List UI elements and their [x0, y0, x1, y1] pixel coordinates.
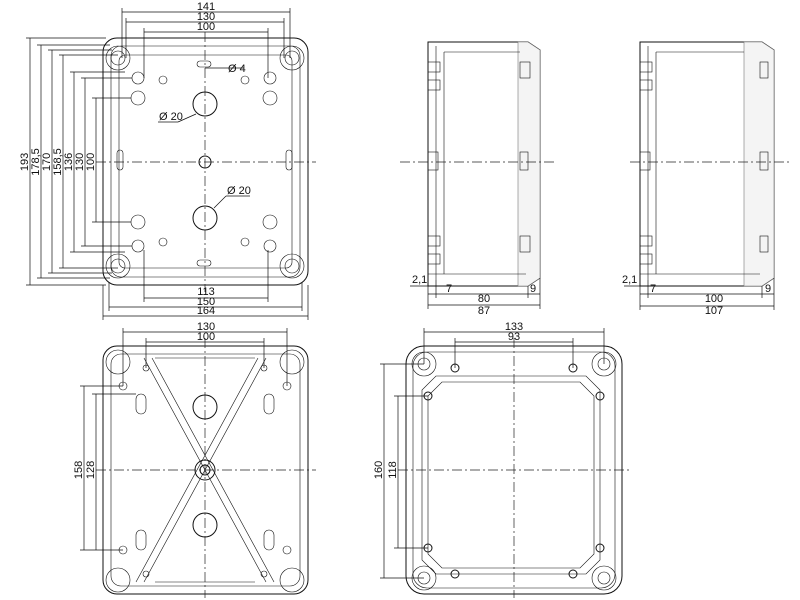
side-b-dim-107: 107 — [705, 305, 723, 317]
side-view-107: 2,1 7 100 9 107 — [622, 41, 790, 317]
hole-label-d20-bottom: Ø 20 — [227, 185, 251, 197]
top-view: 141 130 100 113 150 164 — [19, 1, 316, 320]
dim-164: 164 — [197, 305, 215, 317]
hole-label-d4: Ø 4 — [228, 63, 246, 75]
dim-130: 130 — [197, 11, 215, 23]
dim-158-5: 158,5 — [52, 148, 64, 176]
rear-dim-100: 100 — [197, 331, 215, 343]
rear-dim-128: 128 — [85, 461, 97, 479]
side-b-dim-7: 7 — [650, 283, 656, 295]
hole-label-d20-top: Ø 20 — [159, 111, 183, 123]
side-a-dim-2-1: 2,1 — [412, 274, 427, 286]
side-view-87: 2,1 7 80 9 87 — [400, 41, 556, 317]
rear-dim-158: 158 — [73, 461, 85, 479]
side-b-dim-2-1: 2,1 — [622, 274, 637, 286]
dim-141: 141 — [197, 1, 215, 13]
dim-193: 193 — [19, 153, 31, 171]
lid-dim-93: 93 — [508, 331, 520, 343]
side-b-dim-100: 100 — [705, 293, 723, 305]
lid-dim-133: 133 — [505, 321, 523, 333]
rear-dim-130: 130 — [197, 321, 215, 333]
lid-dim-160: 160 — [373, 461, 385, 479]
side-a-dim-9: 9 — [530, 283, 536, 295]
dim-100: 100 — [197, 21, 215, 33]
side-a-dim-7: 7 — [446, 283, 452, 295]
lid-view: 133 93 160 118 — [373, 321, 630, 598]
dim-100-v: 100 — [85, 153, 97, 171]
side-a-dim-80: 80 — [478, 293, 490, 305]
dim-113: 113 — [197, 286, 215, 298]
side-a-dim-87: 87 — [478, 305, 490, 317]
dim-178-5: 178,5 — [30, 148, 42, 176]
dim-136: 136 — [63, 153, 75, 171]
dim-150: 150 — [197, 296, 215, 308]
rear-view: 130 100 158 128 — [73, 321, 316, 598]
lid-dim-118: 118 — [387, 461, 399, 479]
dim-170: 170 — [41, 153, 53, 171]
dim-130-v: 130 — [74, 153, 86, 171]
side-b-dim-9: 9 — [765, 283, 771, 295]
